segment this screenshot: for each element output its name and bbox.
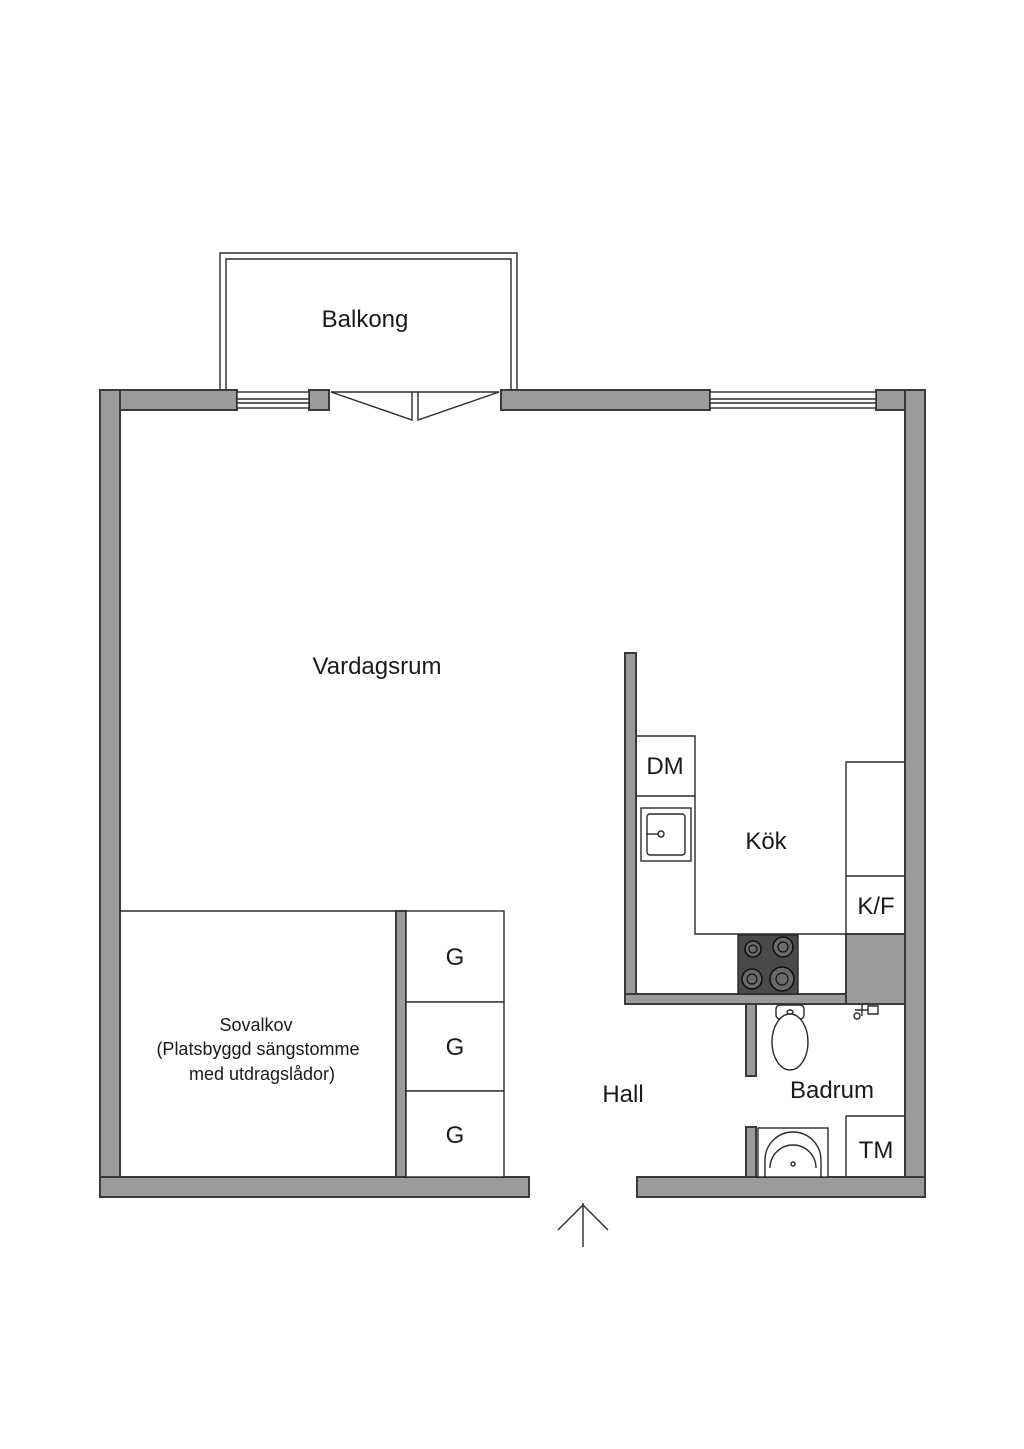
technical-shaft [845,933,906,1005]
wardrobe-3 [405,1090,505,1178]
outer-walls [99,389,926,1198]
balcony-label: Balkong [322,306,409,333]
kitchen-wall-bottom [624,993,847,1005]
wall-bottom-left [99,1176,530,1198]
balcony-door [330,391,500,421]
faucet-icon [853,1004,879,1020]
wardrobe-2-label: G [446,1034,465,1061]
hall-label: Hall [602,1081,643,1108]
interior-walls [395,652,906,1178]
wall-top-mid [500,389,711,411]
bathroom-wall-lower [745,1126,757,1178]
wardrobes [405,910,505,1178]
kitchen-wall-left [624,652,637,1005]
wardrobe-3-label: G [446,1122,465,1149]
wardrobe-1-label: G [446,944,465,971]
toilet-icon [771,1004,809,1071]
fridge-freezer-label: K/F [857,893,894,920]
kitchen-label: Kök [745,828,787,855]
kitchen-counters [636,735,905,935]
wall-top-mid-left [308,389,330,411]
cooktop-icon [737,934,799,995]
bathroom-wall-upper [745,1003,757,1077]
arrow-up-icon [557,1203,609,1247]
alcove-label-line2: (Platsbyggd sängstomme [156,1039,359,1059]
balcony [219,252,518,390]
wall-left [99,389,121,1198]
kitchen-sink-icon [640,807,692,862]
wardrobe-2 [405,1001,505,1092]
wall-bottom-right [636,1176,926,1198]
wall-right [904,389,926,1198]
dishwasher-label: DM [646,753,683,780]
alcove-label-title: Sovalkov [219,1015,292,1035]
bathroom-label: Badrum [790,1077,874,1104]
alcove-wall [395,910,407,1178]
washing-machine-label: TM [859,1137,894,1164]
window-left [236,391,310,409]
living-room-label: Vardagsrum [313,653,442,680]
wardrobe-1 [405,910,505,1003]
alcove-label-line3: med utdragslådor) [189,1064,335,1084]
bathroom-fixtures [757,1004,905,1178]
window-right [709,391,877,409]
washbasin-icon [757,1127,829,1178]
